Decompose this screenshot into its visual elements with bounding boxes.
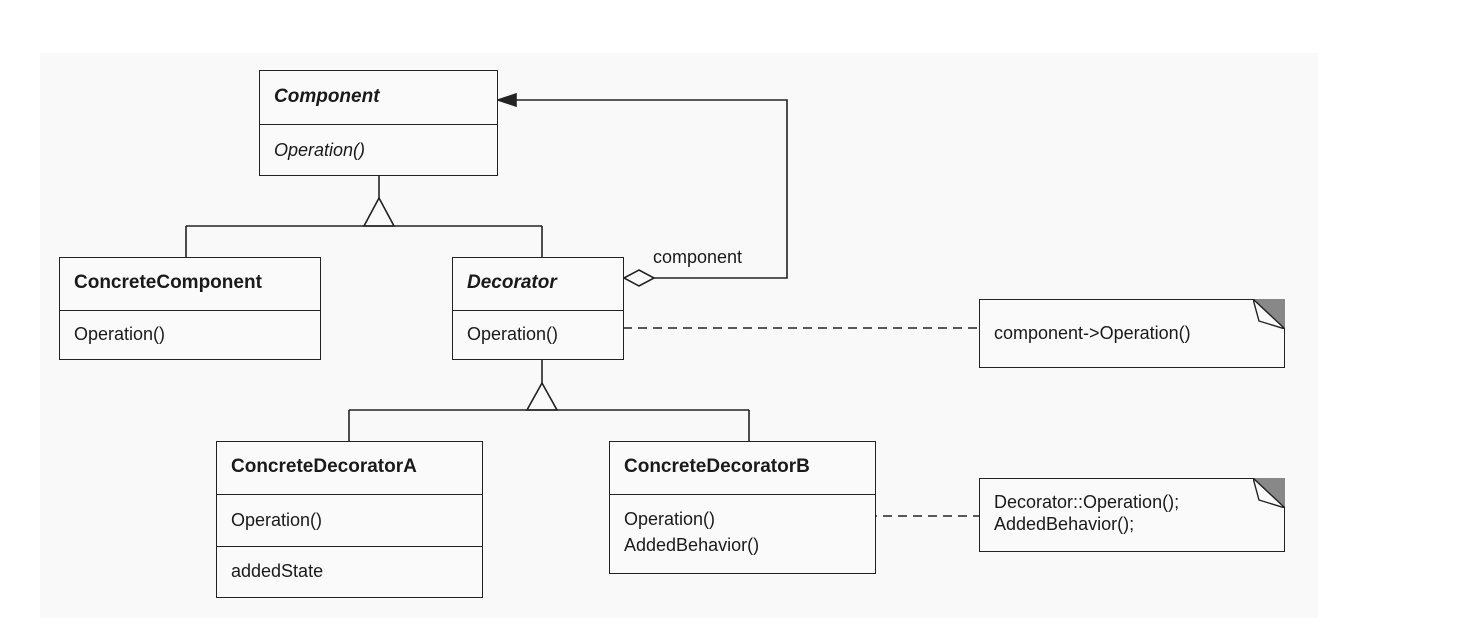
aggregation-component (495, 92, 788, 287)
association-role-label: component (653, 247, 743, 267)
attribute: addedState (217, 546, 482, 596)
class-name: ConcreteDecoratorA (231, 456, 417, 477)
generalization-decorator (348, 360, 750, 441)
class-concrete-decorator-a[interactable]: ConcreteDecoratorA Operation() addedStat… (216, 441, 483, 598)
class-name: ConcreteComponent (74, 272, 262, 293)
class-component[interactable]: Component Operation() (259, 70, 498, 176)
operation: Operation() (453, 310, 623, 358)
note-text: AddedBehavior(); (994, 514, 1135, 534)
class-name: ConcreteDecoratorB (624, 456, 810, 477)
note-decorator-b-operation[interactable]: Decorator::Operation(); AddedBehavior(); (979, 478, 1285, 552)
class-concrete-decorator-b[interactable]: ConcreteDecoratorB Operation() AddedBeha… (609, 441, 876, 574)
operation: AddedBehavior() (624, 535, 760, 555)
class-decorator[interactable]: Decorator Operation() (452, 257, 624, 360)
class-name: Component (274, 86, 380, 107)
operation: Operation() (217, 494, 482, 546)
note-text: Decorator::Operation(); (994, 492, 1180, 512)
operation: Operation() (624, 509, 716, 529)
class-concrete-component[interactable]: ConcreteComponent Operation() (59, 257, 321, 360)
operation: Operation() (60, 310, 320, 358)
operation: Operation() (260, 124, 497, 175)
note-fold-icon (1253, 478, 1285, 508)
note-text: component->Operation() (994, 323, 1191, 343)
class-name: Decorator (467, 272, 557, 293)
note-fold-icon (1253, 299, 1285, 329)
generalization-component (185, 176, 543, 257)
note-decorator-operation[interactable]: component->Operation() (979, 299, 1285, 368)
